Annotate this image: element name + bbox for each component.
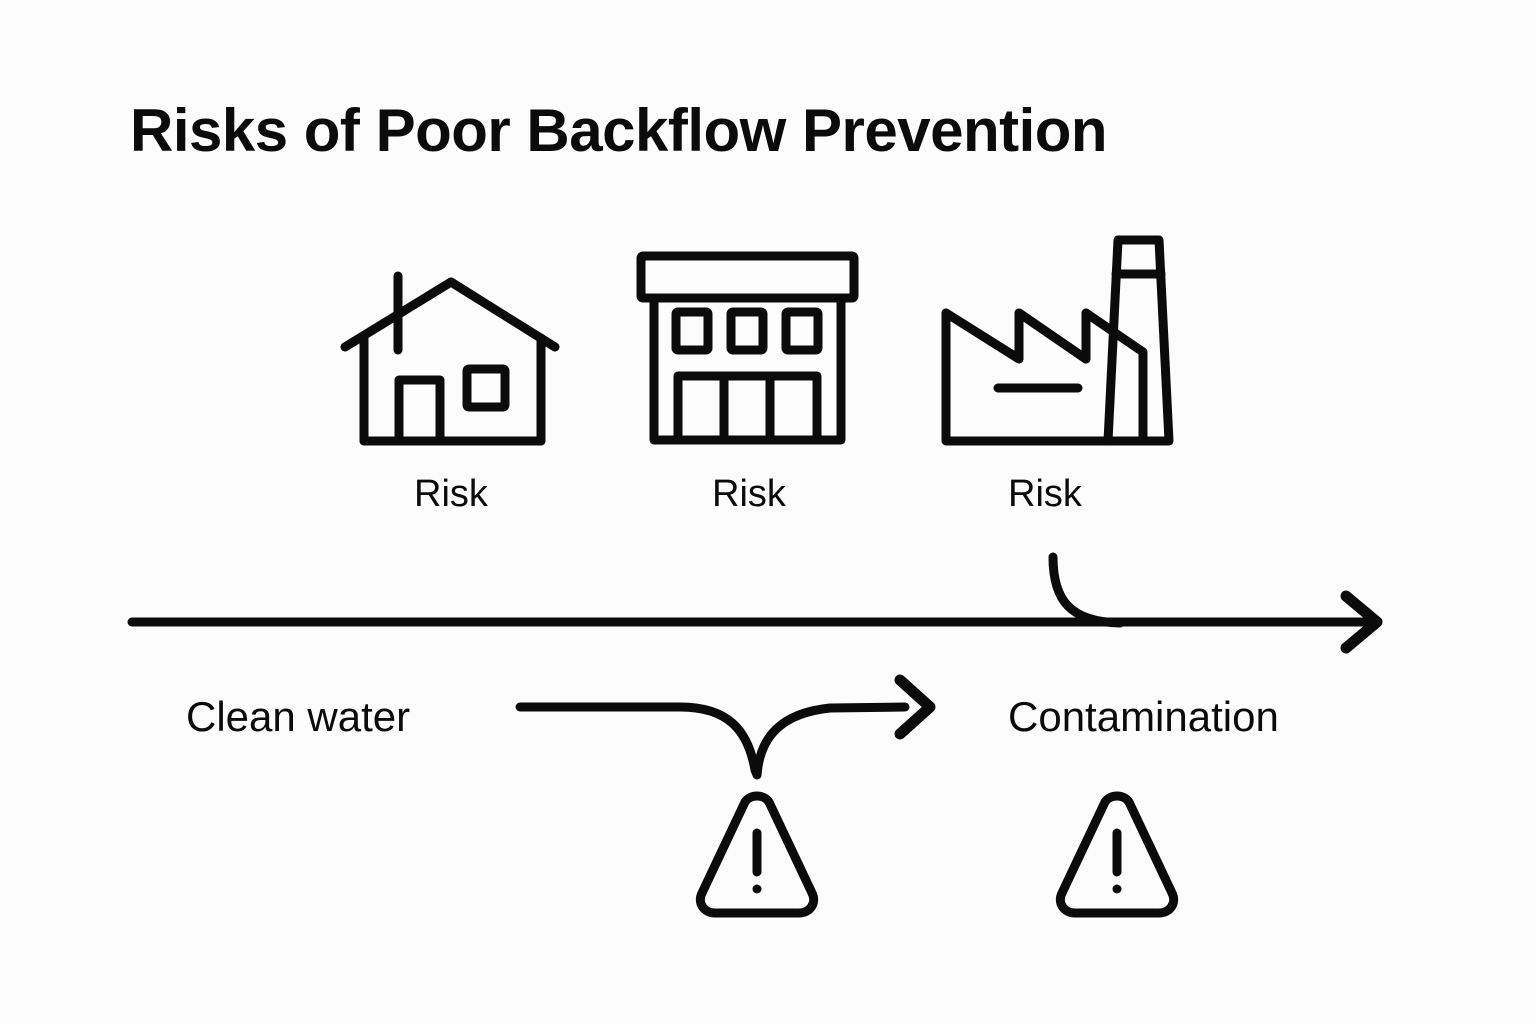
risk-label-house: Risk [414, 473, 488, 515]
page-title: Risks of Poor Backflow Prevention [130, 97, 1108, 164]
warning-triangle-contamination [1055, 791, 1179, 918]
backflow-dip-arrow [515, 674, 936, 780]
house-icon [340, 271, 560, 446]
risk-connector-curve [1048, 552, 1125, 628]
main-timeline-arrow [127, 590, 1383, 654]
contamination-label: Contamination [1008, 693, 1279, 740]
risk-label-commercial: Risk [712, 473, 786, 515]
clean-water-label: Clean water [186, 693, 411, 740]
commercial-building-icon [636, 251, 859, 445]
warning-triangle-backflow-point [695, 791, 819, 918]
risk-label-factory: Risk [1008, 473, 1082, 515]
factory-icon [941, 235, 1174, 446]
